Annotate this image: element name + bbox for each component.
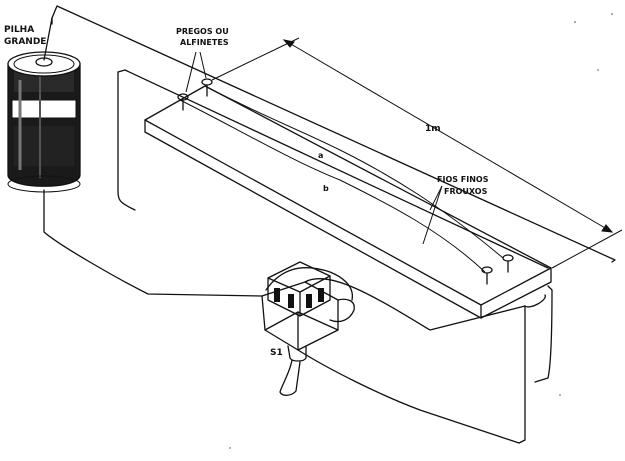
- wire-a: [204, 85, 504, 259]
- distance-label: 1m: [425, 124, 441, 134]
- wire-b: [179, 99, 486, 273]
- front-panel-right-edge: [534, 285, 553, 383]
- battery-label-line1: PILHA: [4, 25, 34, 35]
- dimension-1m: [211, 37, 623, 269]
- switch-label: S1: [270, 348, 283, 358]
- back-panel-right-edge: [518, 294, 546, 444]
- nails-label-line1: PREGOS OU: [176, 27, 229, 36]
- back-panel: [51, 5, 616, 263]
- wire-b-label: b: [323, 184, 329, 193]
- wires-leader-1: [429, 185, 443, 211]
- wires-leader-2: [422, 185, 443, 245]
- nail-left-2: [201, 78, 213, 97]
- battery: [7, 51, 81, 193]
- wires-label-line1: FIOS FINOS: [437, 175, 489, 184]
- nails-leader-2: [199, 51, 207, 79]
- nails-label-line2: ALFINETES: [180, 38, 229, 47]
- nails-leader-1: [185, 51, 197, 93]
- speck: [559, 394, 561, 396]
- speck: [597, 69, 599, 71]
- battery-top-wire: [43, 17, 53, 61]
- switch-wire-bottom: [297, 349, 520, 444]
- battery-bottom-wire: [43, 189, 263, 297]
- switch-wire-to-back: [304, 277, 526, 331]
- front-panel-left-edge: [117, 71, 136, 211]
- speck: [574, 21, 576, 23]
- speck: [229, 447, 231, 449]
- wooden-board: [144, 85, 552, 319]
- switch-s1: [261, 261, 353, 396]
- wires-label-line2: FROUXOS: [444, 187, 488, 196]
- speck: [611, 13, 613, 15]
- battery-label-line2: GRANDE: [4, 37, 46, 47]
- wire-a-label: a: [318, 151, 323, 160]
- front-panel: [117, 69, 549, 269]
- nail-left-1: [177, 93, 189, 111]
- switch-wire-to-front-panel: [329, 298, 355, 323]
- nail-right-1: [481, 266, 493, 285]
- nail-right-2: [502, 254, 514, 273]
